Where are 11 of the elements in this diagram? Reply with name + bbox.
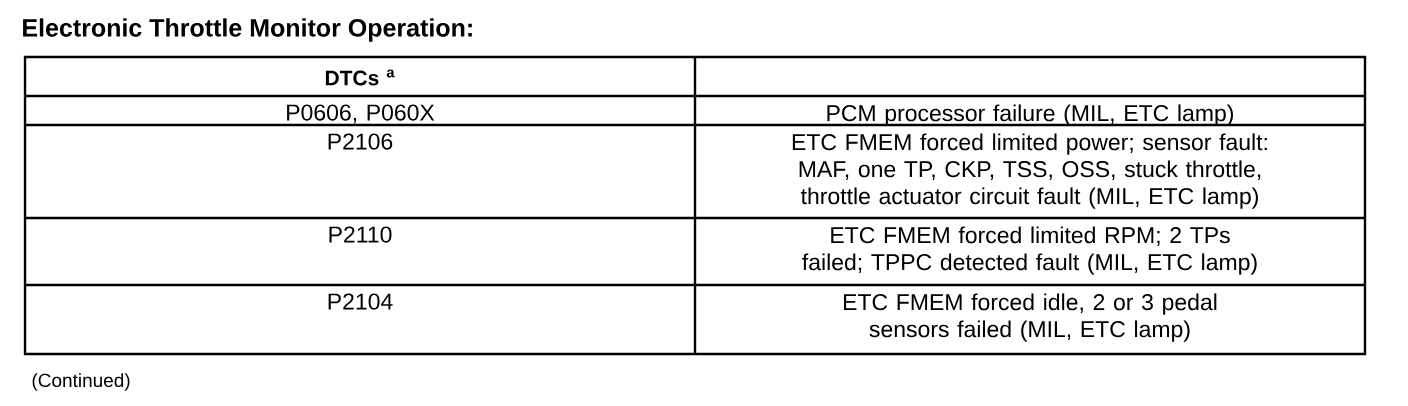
table-cell: PCM processor failure (MIL, ETC lamp) <box>827 104 1233 126</box>
note: (Continued) <box>32 373 130 391</box>
table-cell: P2104 <box>328 293 393 310</box>
table-cell: ETC FMEM forced idle, 2 or 3 pedal sensors failed (MIL, ETC lamp) <box>844 293 1217 342</box>
table-cell: P0606, P060X <box>287 104 435 124</box>
table-cell: ETC FMEM forced limited power; sensor fault: MAF, one TP, CKP, TSS, OSS, stuck throttle, throttle actuator circuit fault (MIL, ETC lamp) <box>792 133 1267 209</box>
table-cell: P2110 <box>329 226 392 243</box>
table-cell: DTCs $^{a}$ <box>325 69 395 86</box>
table-cell: ETC FMEM forced limited RPM; 2 TPs failed; TPPC detected fault (MIL, ETC lamp) <box>802 226 1257 275</box>
table-cell: P2106 <box>328 133 393 150</box>
title: Electronic Throttle Monitor Operation: <box>23 18 472 42</box>
